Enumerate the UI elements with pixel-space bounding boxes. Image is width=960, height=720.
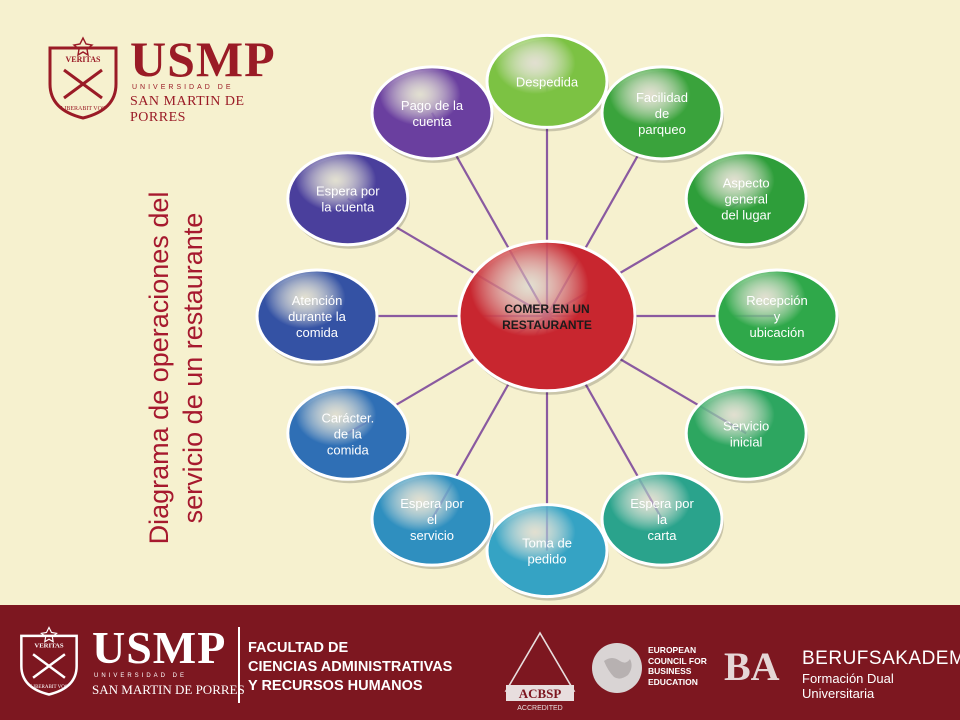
seal-text-bottom: LIBERABIT VOS: [61, 106, 106, 112]
acbsp-subtext: ACCREDITED: [517, 705, 563, 712]
university-seal-icon: VERITAS LIBERABIT VOS: [48, 36, 118, 120]
logo-wordmark: USMP: [130, 31, 276, 87]
ecbe-line-4: EDUCATION: [648, 676, 698, 687]
footer-seal-icon: VERITAS LIBERABIT VOS: [20, 626, 78, 696]
slide: VERITAS LIBERABIT VOS USMP UNIVERSIDAD D…: [38, 18, 839, 601]
usmp-logo-header: VERITAS LIBERABIT VOS USMP UNIVERSIDAD D…: [38, 18, 298, 125]
acbsp-text: ACBSP: [519, 686, 562, 701]
faculty-line-1: FACULTAD DE: [248, 640, 349, 656]
diagram-node-label: Despedida: [516, 74, 579, 89]
diagram-node: [715, 268, 839, 364]
faculty-line-3: Y RECURSOS HUMANOS: [248, 678, 423, 694]
logo-subtitle: SAN MARTIN DE PORRES: [130, 94, 245, 125]
footer-seal-text-top: VERITAS: [34, 643, 64, 650]
berufsakademie-logo: BA BERUFSAKADEMIE Formación Dual Univers…: [724, 644, 960, 702]
diagram-node: [600, 65, 724, 161]
ba-tagline: Formación Dual Universitaria: [802, 671, 894, 701]
diagram-node: [600, 471, 724, 567]
footer-bar: VERITAS LIBERABIT VOS USMP UNIVERSIDAD D…: [0, 605, 960, 720]
ba-mark: BA: [724, 644, 780, 689]
acbsp-logo: ACBSP ACCREDITED: [504, 631, 576, 712]
ecbe-text: EUROPEAN COUNCIL FOR BUSINESS EDUCATION: [648, 645, 718, 687]
faculty-name: FACULTAD DE CIENCIAS ADMINISTRATIVAS Y R…: [248, 639, 478, 696]
diagram-node: [485, 33, 609, 129]
globe-icon: [592, 643, 642, 693]
diagram-node: [286, 151, 410, 247]
diagram-node: [286, 385, 410, 481]
footer-logo-wordmark: USMP: [92, 622, 227, 673]
footer-logo-subtitle-small: UNIVERSIDAD DE: [94, 673, 188, 679]
center-node: [457, 239, 637, 393]
ecbe-logo: EUROPEAN COUNCIL FOR BUSINESS EDUCATION: [590, 639, 720, 699]
footer-seal-text-bottom: LIBERABIT VOS: [30, 685, 68, 690]
ecbe-line-2: COUNCIL FOR: [648, 655, 707, 666]
diagram-node: [684, 151, 808, 247]
footer-logo-subtitle: SAN MARTIN DE PORRES: [92, 682, 245, 697]
diagram-node: [684, 385, 808, 481]
diagram-node: [370, 65, 494, 161]
logo-subtitle-small: UNIVERSIDAD DE: [132, 84, 234, 91]
diagram-node: [370, 471, 494, 567]
ecbe-line-3: BUSINESS: [648, 666, 692, 676]
faculty-line-2: CIENCIAS ADMINISTRATIVAS: [248, 659, 453, 675]
ba-name: BERUFSAKADEMIE: [802, 648, 960, 669]
diagram-node: [485, 503, 609, 599]
diagram-node: [255, 268, 379, 364]
footer-divider: [238, 627, 240, 703]
seal-text-top: VERITAS: [66, 55, 102, 64]
ecbe-line-1: EUROPEAN: [648, 645, 697, 655]
